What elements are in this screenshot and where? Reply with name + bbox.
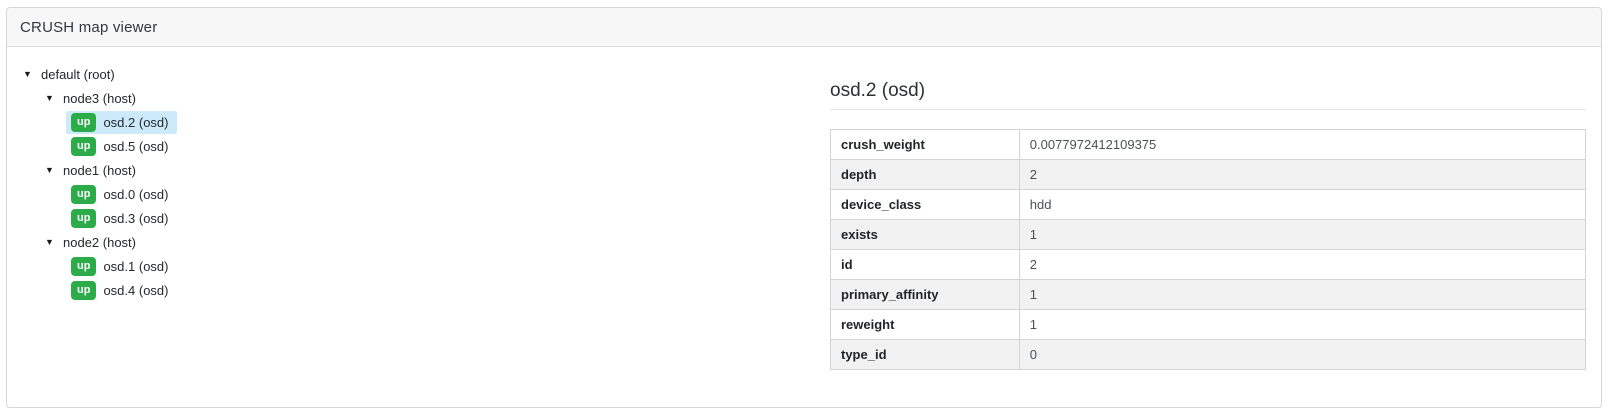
attribute-value: 0 bbox=[1018, 339, 1587, 370]
tree-node-label: osd.0 (osd) bbox=[103, 186, 169, 202]
caret-down-icon[interactable]: ▼ bbox=[45, 92, 54, 103]
tree-node-content: up osd.0 (osd) bbox=[66, 183, 177, 206]
tree-node-label: osd.1 (osd) bbox=[103, 258, 169, 274]
tree-node-osd[interactable]: up osd.1 (osd) bbox=[23, 254, 830, 278]
tree-node-bucket[interactable]: ▼ default (root) bbox=[23, 62, 830, 86]
attribute-key: depth bbox=[830, 159, 1020, 190]
osd-status-badge: up bbox=[71, 112, 97, 132]
osd-status-badge: up bbox=[71, 184, 97, 204]
tree-node-osd[interactable]: up osd.0 (osd) bbox=[23, 182, 830, 206]
tree-node-content: node3 (host) bbox=[63, 88, 140, 109]
tree-node-label: osd.5 (osd) bbox=[103, 138, 169, 154]
attribute-key: reweight bbox=[830, 309, 1020, 340]
tree-node-label: node2 (host) bbox=[63, 234, 136, 250]
attribute-value: 1 bbox=[1018, 279, 1587, 310]
page-title: CRUSH map viewer bbox=[20, 18, 158, 36]
attribute-key: primary_affinity bbox=[830, 279, 1020, 310]
attribute-value: 0.0077972412109375 bbox=[1018, 129, 1587, 160]
tree-node-label: node3 (host) bbox=[63, 90, 136, 106]
caret-down-icon[interactable]: ▼ bbox=[23, 68, 32, 79]
attribute-value: 2 bbox=[1018, 249, 1587, 280]
tree-node-content: node2 (host) bbox=[63, 232, 140, 253]
tree-node-label: node1 (host) bbox=[63, 162, 136, 178]
tree-node-osd[interactable]: up osd.2 (osd) bbox=[23, 110, 830, 134]
attribute-value: 2 bbox=[1018, 159, 1587, 190]
osd-status-badge: up bbox=[71, 208, 97, 228]
crush-tree: ▼ default (root) ▼ node3 (host) up osd.2 (osd… bbox=[23, 47, 830, 393]
card-body: ▼ default (root) ▼ node3 (host) up osd.2 (osd… bbox=[7, 47, 1601, 408]
attribute-key: type_id bbox=[830, 339, 1020, 370]
tree-node-content: up osd.1 (osd) bbox=[66, 255, 177, 278]
osd-status-badge: up bbox=[71, 136, 97, 156]
tree-node-content: node1 (host) bbox=[63, 160, 140, 181]
attribute-value: hdd bbox=[1018, 189, 1587, 220]
tree-node-osd[interactable]: up osd.5 (osd) bbox=[23, 134, 830, 158]
tree-node-osd[interactable]: up osd.4 (osd) bbox=[23, 278, 830, 302]
attribute-key: crush_weight bbox=[830, 129, 1020, 160]
tree-node-label: osd.3 (osd) bbox=[103, 210, 169, 226]
attribute-value: 1 bbox=[1018, 309, 1587, 340]
tree-node-label: default (root) bbox=[41, 66, 115, 82]
attribute-key: device_class bbox=[830, 189, 1020, 220]
crush-map-viewer-card: CRUSH map viewer ▼ default (root) ▼ node3 (… bbox=[6, 7, 1602, 408]
osd-status-badge: up bbox=[71, 256, 97, 276]
tree-node-content: up osd.4 (osd) bbox=[66, 279, 177, 302]
osd-status-badge: up bbox=[71, 280, 97, 300]
caret-down-icon[interactable]: ▼ bbox=[45, 236, 54, 247]
tree-node-content: default (root) bbox=[41, 64, 119, 85]
detail-title: osd.2 (osd) bbox=[830, 79, 1586, 110]
tree-node-content: up osd.2 (osd) bbox=[66, 110, 177, 134]
caret-down-icon[interactable]: ▼ bbox=[45, 164, 54, 175]
tree-node-bucket[interactable]: ▼ node2 (host) bbox=[23, 230, 830, 254]
tree-node-osd[interactable]: up osd.3 (osd) bbox=[23, 206, 830, 230]
tree-node-bucket[interactable]: ▼ node1 (host) bbox=[23, 158, 830, 182]
tree-node-label: osd.4 (osd) bbox=[103, 282, 169, 298]
tree-node-content: up osd.5 (osd) bbox=[66, 135, 177, 158]
attribute-value: 1 bbox=[1018, 219, 1587, 250]
tree-node-label: osd.2 (osd) bbox=[103, 114, 169, 130]
attribute-key: id bbox=[830, 249, 1020, 280]
attribute-key: exists bbox=[830, 219, 1020, 250]
card-header: CRUSH map viewer bbox=[7, 8, 1601, 47]
tree-node-content: up osd.3 (osd) bbox=[66, 207, 177, 230]
tree-node-bucket[interactable]: ▼ node3 (host) bbox=[23, 86, 830, 110]
